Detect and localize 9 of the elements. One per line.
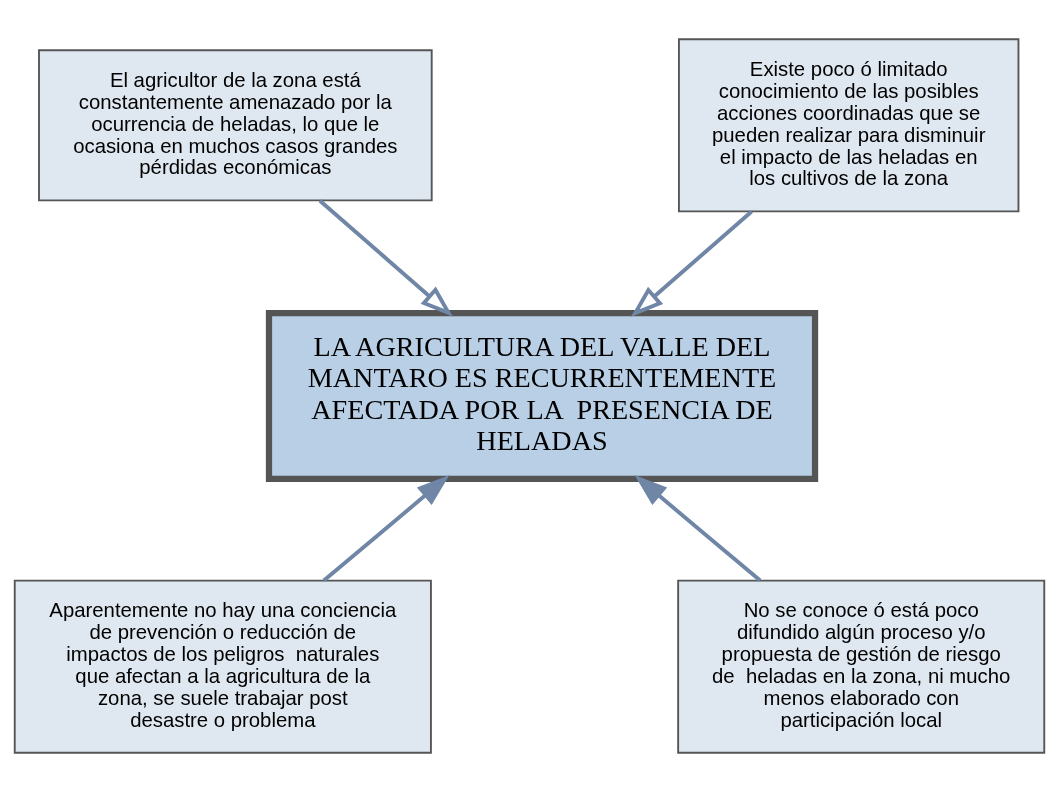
node-box: Aparentemente no hay una conciencia de prevención o reducción de impactos de los peligros naturales que afectan a la agricultura de la zona, se suele trabajar post desastre o problema — [13, 579, 432, 754]
node-box: El agricultor de la zona está constantemente amenazado por la ocurrencia de heladas, lo que le ocasiona en muchos casos grandes pérdidas económicas — [38, 48, 433, 201]
arrow — [318, 198, 453, 317]
arrow — [322, 474, 450, 582]
node-box: Existe poco ó limitado conocimiento de las posibles acciones coordinadas que se pueden realizar para disminuir el impacto de las heladas en los cultivos de la zona — [677, 37, 1020, 212]
node-box: LA AGRICULTURA DEL VALLE DEL MANTARO ES RECURRENTEMENTE AFECTADA POR LA PRESENCIA DE HELADAS — [265, 309, 819, 482]
arrow — [634, 474, 762, 582]
node-box: No se conoce ó está poco difundido algún proceso y/o propuesta de gestión de riesgo de heladas en la zona, ni mucho menos elaborado con participación local — [677, 579, 1046, 754]
arrow — [630, 209, 753, 317]
